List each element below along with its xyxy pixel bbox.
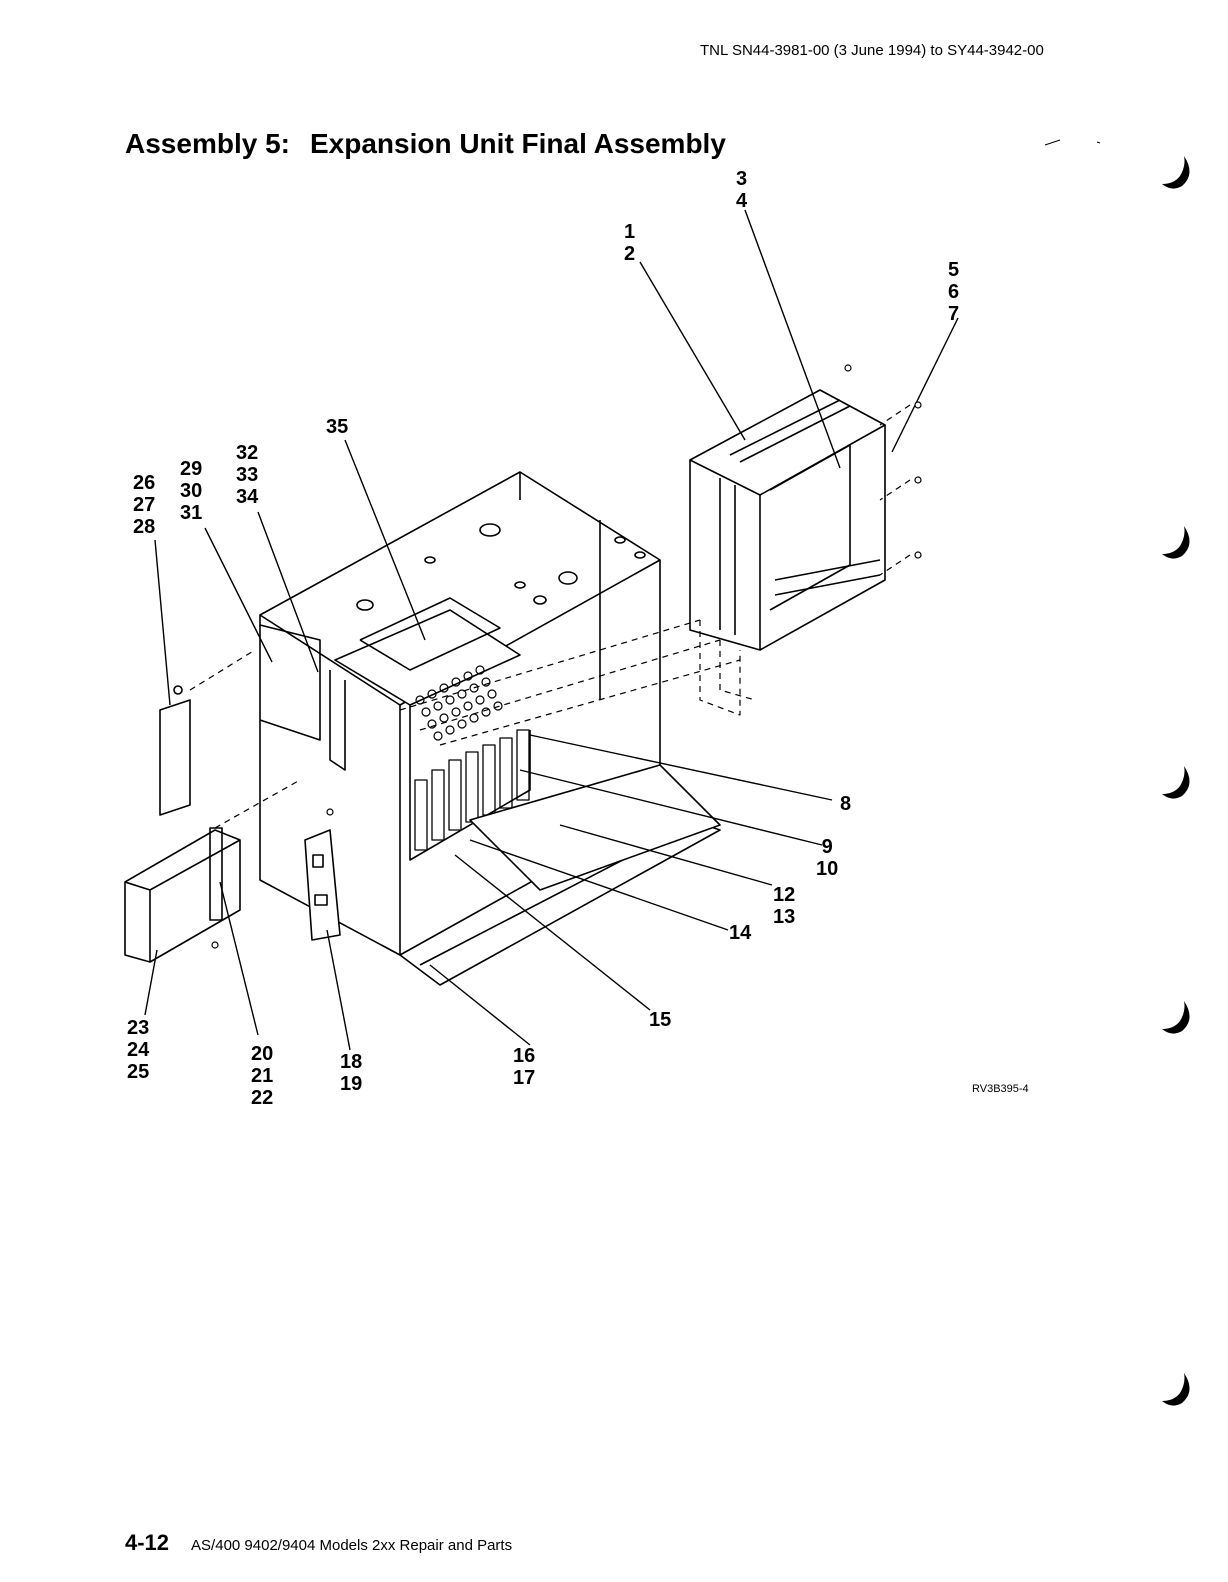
callout-16-17: 16 17: [513, 1045, 535, 1089]
cover-plate: [160, 686, 190, 815]
callout-29-31: 29 30 31: [180, 458, 202, 524]
callout-35: 35: [326, 416, 348, 438]
callout-8: 8: [840, 793, 851, 815]
callout-5-7: 5 6 7: [948, 259, 959, 325]
callout-18-19: 18 19: [340, 1051, 362, 1095]
figure-id: RV3B395-4: [972, 1083, 1029, 1095]
change-bar-icon: [1156, 995, 1206, 1045]
expansion-cage: [690, 390, 885, 650]
callout-14: 14: [729, 922, 751, 944]
change-bar-icon: [1156, 760, 1206, 810]
callout-15: 15: [649, 1009, 671, 1031]
callout-1-2: 1 2: [624, 221, 635, 265]
book-title: AS/400 9402/9404 Models 2xx Repair and P…: [191, 1537, 512, 1554]
callout-9-10: 9 10: [816, 836, 838, 880]
callout-3-4: 3 4: [736, 168, 747, 212]
callout-26-28: 26 27 28: [133, 472, 155, 538]
callout-23-25: 23 24 25: [127, 1017, 149, 1083]
callout-20-22: 20 21 22: [251, 1043, 273, 1109]
change-bar-icon: [1156, 150, 1206, 200]
callout-12-13: 12 13: [773, 884, 795, 928]
front-panel: [305, 830, 340, 940]
callout-32-34: 32 33 34: [236, 442, 258, 508]
change-bar-icon: [1156, 520, 1206, 570]
page-number: 4-12: [125, 1530, 169, 1555]
floor-plate: [470, 765, 720, 890]
page-footer: 4-12 AS/400 9402/9404 Models 2xx Repair a…: [125, 1530, 512, 1556]
change-bar-icon: [1156, 1367, 1206, 1417]
